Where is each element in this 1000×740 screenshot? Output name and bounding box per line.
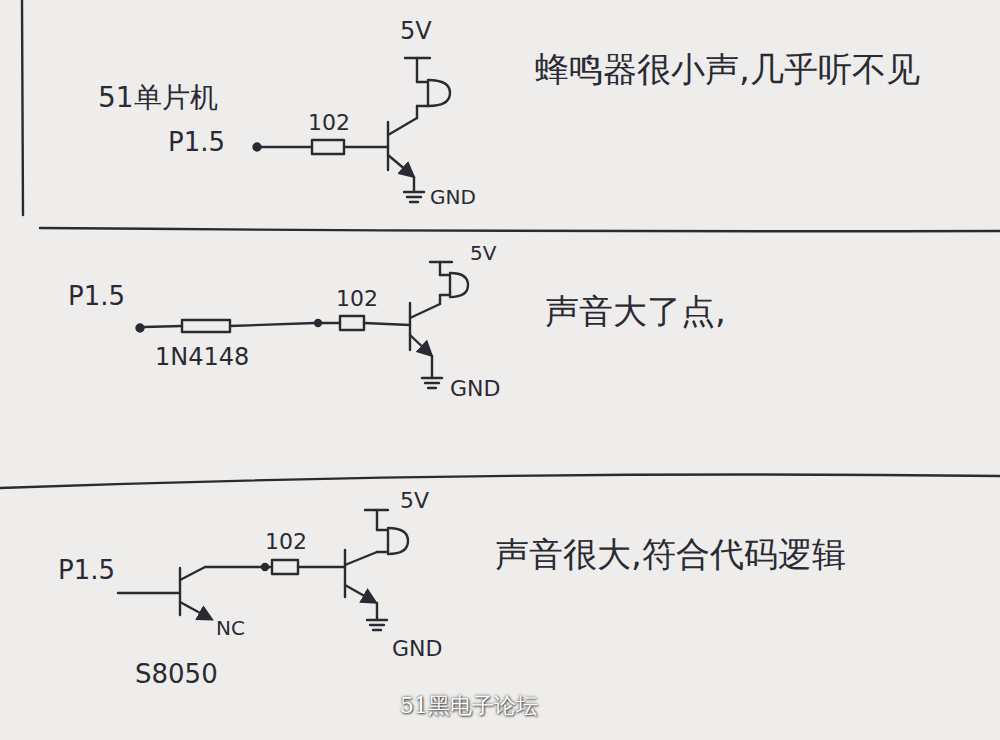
part-name: 1N4148 [155, 344, 249, 372]
note: 声音很大,符合代码逻辑 [495, 535, 846, 574]
pin-name: P1.5 [168, 128, 225, 158]
ground-label: GND [450, 376, 500, 401]
divider-line [40, 228, 1000, 231]
resistor-value: 102 [308, 110, 350, 135]
resistor-symbol [312, 140, 344, 154]
divider-line [0, 475, 1000, 489]
circuit-1 [254, 58, 451, 202]
ground-label: GND [430, 186, 476, 209]
voltage-label: 5V [400, 18, 432, 46]
buzzer-symbol [377, 530, 388, 552]
circuit-3 [118, 510, 408, 630]
note: 蜂鸣器很小声,几乎听不见 [535, 50, 920, 89]
resistor-symbol [272, 560, 298, 574]
ground-symbol [422, 377, 442, 379]
voltage-label: 5V [470, 242, 496, 265]
buzzer-symbol [440, 275, 450, 295]
resistor-value: 102 [336, 286, 378, 311]
circuit-2 [137, 262, 469, 388]
resistor-symbol [340, 316, 364, 330]
buzzer-symbol [417, 82, 428, 106]
diode-symbol [182, 320, 230, 332]
ground-symbol [404, 191, 424, 193]
margin-line [22, 0, 23, 215]
pin-name: NC [216, 617, 245, 640]
ground-symbol [367, 619, 387, 621]
transistor-symbol [344, 550, 346, 597]
pin-name: P1.5 [58, 556, 115, 586]
part-name: 51单片机 [98, 82, 218, 114]
watermark: 51黑电子论坛 [400, 693, 538, 718]
note: 声音大了点, [545, 292, 726, 331]
transistor-symbol [387, 122, 389, 170]
voltage-label: 5V [400, 488, 429, 513]
pin-name: P1.5 [68, 282, 125, 312]
transistor-symbol [409, 303, 411, 350]
part-name: S8050 [135, 660, 218, 690]
resistor-value: 102 [265, 529, 307, 554]
ground-label: GND [392, 636, 442, 661]
transistor-symbol [179, 568, 181, 615]
